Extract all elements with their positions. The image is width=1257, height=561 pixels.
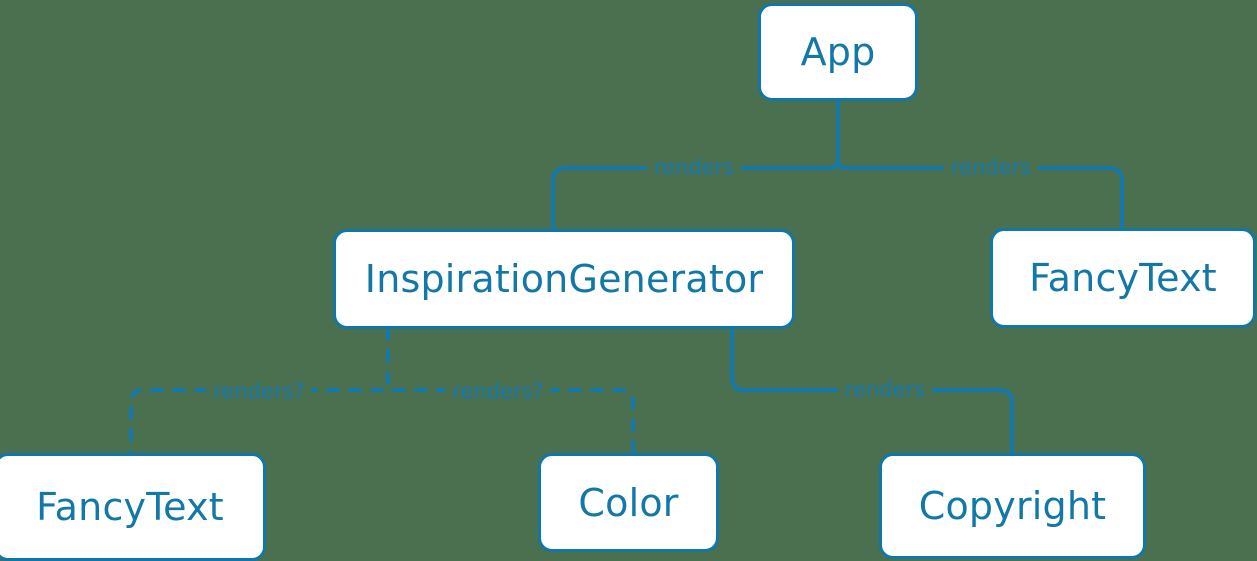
node-fancytext-left-label: FancyText (36, 485, 224, 529)
edge-app-to-inspirationgenerator (551, 166, 832, 231)
edge-inspirationgenerator-to-color (392, 388, 635, 455)
node-copyright[interactable]: Copyright (879, 453, 1146, 559)
node-app[interactable]: App (758, 3, 918, 101)
node-fancytext-left[interactable]: FancyText (0, 453, 266, 561)
edge-label-inspirationgenerator-to-copyright: renders (837, 379, 933, 401)
node-color[interactable]: Color (538, 453, 719, 552)
edge-app-stem (828, 99, 840, 170)
node-copyright-label: Copyright (918, 484, 1107, 528)
edge-inspirationgenerator-to-fancytext-left (129, 388, 384, 455)
node-inspirationgenerator[interactable]: InspirationGenerator (333, 229, 795, 329)
edge-label-inspirationgenerator-to-color: renders? (445, 381, 551, 403)
node-color-label: Color (578, 480, 679, 525)
edge-label-app-to-fancytext-right: renders (943, 157, 1039, 179)
edge-label-inspirationgenerator-to-fancytext-left: renders? (206, 381, 312, 403)
node-inspirationgenerator-label: InspirationGenerator (364, 257, 764, 301)
node-fancytext-right-label: FancyText (1029, 256, 1217, 300)
node-app-label: App (800, 30, 876, 74)
edge-label-app-to-inspirationgenerator: renders (646, 157, 742, 179)
node-fancytext-right[interactable]: FancyText (990, 228, 1256, 328)
edge-app-to-fancytext-right (844, 166, 1124, 230)
